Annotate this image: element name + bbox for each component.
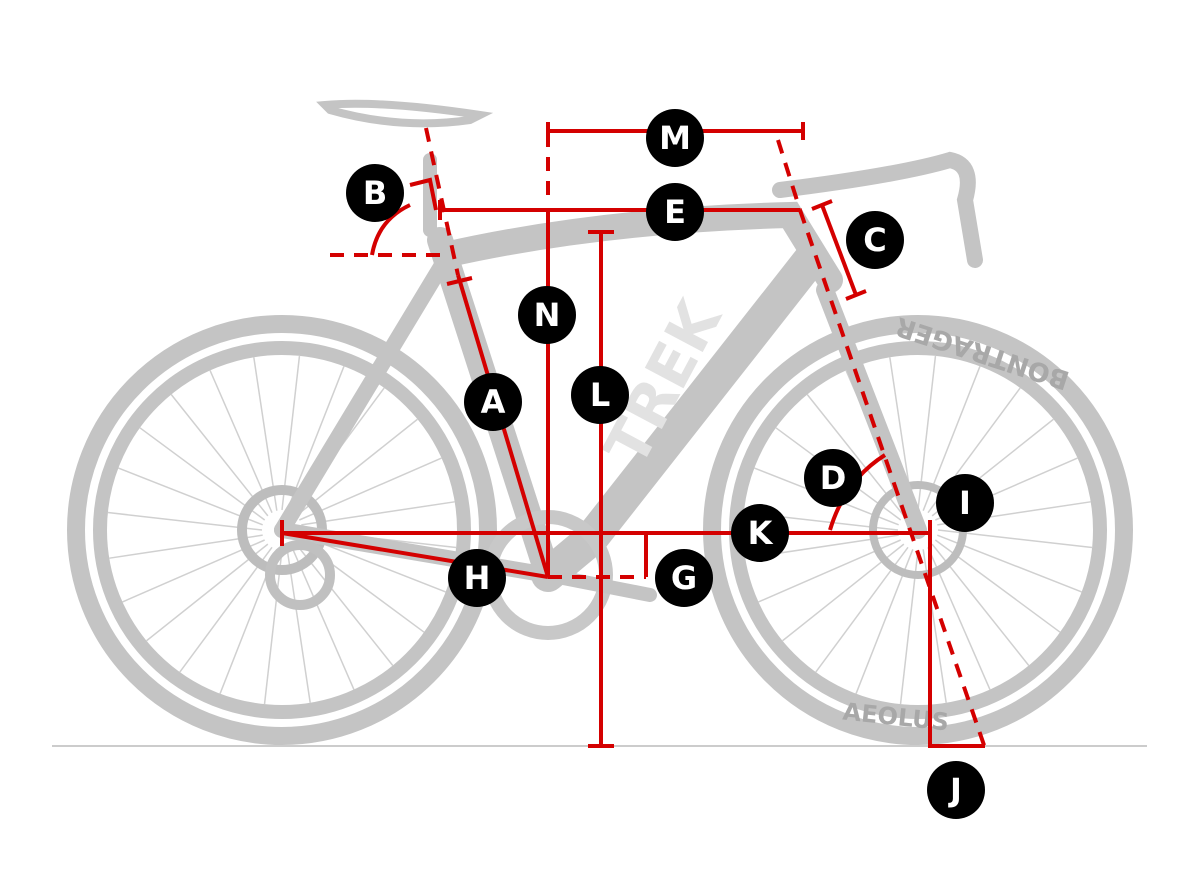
- svg-text:I: I: [959, 484, 971, 522]
- svg-text:M: M: [659, 119, 691, 157]
- spoke: [107, 511, 263, 531]
- spoke: [281, 355, 301, 511]
- badge-m: M: [646, 109, 704, 167]
- svg-text:A: A: [481, 383, 506, 421]
- badge-i: I: [936, 474, 994, 532]
- spoke: [146, 543, 269, 642]
- badge-n: N: [518, 286, 576, 344]
- spoke: [139, 427, 266, 521]
- badge-b: B: [346, 164, 404, 222]
- svg-text:B: B: [363, 174, 387, 212]
- spoke: [179, 546, 273, 673]
- badge-g: G: [655, 549, 713, 607]
- svg-text:K: K: [748, 514, 774, 552]
- spoke: [299, 457, 442, 521]
- badge-h: H: [448, 549, 506, 607]
- spoke: [295, 418, 418, 517]
- badge-d: D: [804, 449, 862, 507]
- line-a-seat-tube-ext: [424, 127, 460, 276]
- spoke: [295, 543, 394, 666]
- spoke: [286, 549, 311, 703]
- badge-k: K: [731, 504, 789, 562]
- spoke: [118, 467, 263, 526]
- svg-text:E: E: [664, 193, 686, 231]
- svg-text:N: N: [534, 296, 561, 334]
- svg-text:H: H: [464, 559, 491, 597]
- line-c-head-tube: [820, 204, 858, 296]
- spoke: [209, 370, 273, 513]
- spoke: [286, 366, 345, 511]
- badge-l: L: [571, 366, 629, 424]
- spoke: [291, 547, 355, 690]
- spoke: [263, 549, 283, 705]
- svg-text:J: J: [948, 771, 962, 809]
- badge-e: E: [646, 183, 704, 241]
- spoke: [253, 357, 278, 511]
- rear-wheel: [67, 315, 497, 745]
- svg-text:D: D: [820, 459, 847, 497]
- badge-c: C: [846, 211, 904, 269]
- badge-j: J: [927, 761, 985, 819]
- line-j-trail: [928, 520, 985, 748]
- svg-text:L: L: [590, 376, 610, 414]
- spoke: [170, 394, 269, 517]
- spoke: [122, 539, 265, 603]
- svg-text:G: G: [671, 559, 697, 597]
- spoke: [109, 534, 263, 559]
- svg-text:C: C: [863, 221, 886, 259]
- spoke: [301, 501, 455, 526]
- badge-a: A: [464, 373, 522, 431]
